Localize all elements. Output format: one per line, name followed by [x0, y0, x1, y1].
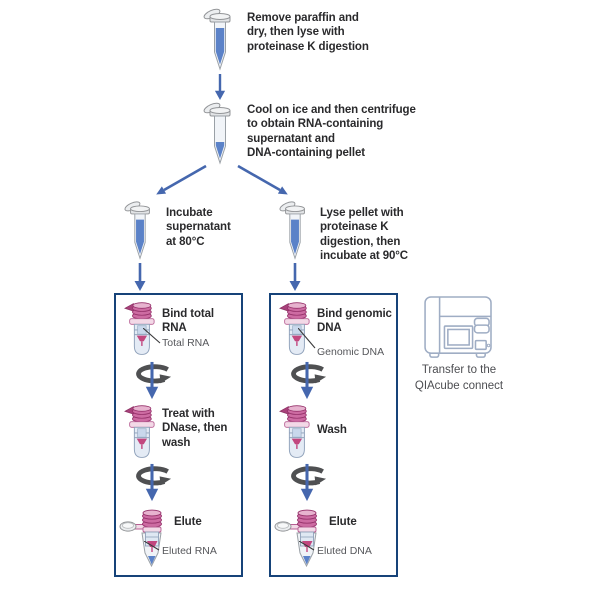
elute-title: Elute — [329, 516, 357, 528]
qiacube-instrument-icon — [423, 296, 495, 360]
callout-line — [143, 328, 161, 344]
split-arrow-left-icon — [156, 164, 207, 195]
down-arrow-icon — [288, 263, 302, 291]
spin-column-icon — [124, 403, 156, 461]
wash-title: Wash — [317, 424, 347, 436]
eluted-rna-label: Eluted RNA — [162, 545, 217, 557]
eluted-dna-label: Eluted DNA — [317, 545, 372, 557]
total-rna-label: Total RNA — [162, 337, 210, 349]
lyse-pellet-text: Lyse pellet with proteinase K digestion,… — [320, 207, 408, 263]
sample-tube-icon — [202, 6, 238, 72]
bind-genomic-dna-title: Bind genomic DNA — [317, 308, 392, 335]
bind-total-rna-title: Bind total RNA — [162, 308, 215, 335]
treat-dnase-title: Treat with DNase, then wash — [162, 408, 228, 449]
step2-text: Cool on ice and then centrifuge to obtai… — [247, 104, 416, 160]
elute-title: Elute — [174, 516, 202, 528]
genomic-dna-label: Genomic DNA — [317, 346, 385, 358]
qiacube-caption: Transfer to the QIAcube connect — [414, 364, 504, 392]
supernatant-tube-icon — [123, 198, 157, 262]
elution-column-icon — [273, 507, 327, 571]
centrifuge-spin-icon — [285, 463, 329, 503]
centrifuge-spin-icon — [285, 361, 329, 401]
incubate-supernatant-text: Incubate supernatant at 80°C — [166, 207, 231, 248]
down-arrow-icon — [133, 263, 147, 291]
centrifuge-spin-icon — [130, 361, 174, 401]
centrifuge-spin-icon — [130, 463, 174, 503]
elution-column-icon — [118, 507, 172, 571]
centrifuged-tube-icon — [202, 100, 238, 166]
step1-text: Remove paraffin and dry, then lyse with … — [247, 12, 369, 53]
callout-line — [298, 328, 316, 349]
pellet-tube-icon — [278, 198, 312, 262]
rna-workflow-box: Bind total RNA Total RNA Treat with DNas… — [114, 293, 243, 577]
callout-line — [299, 541, 315, 551]
dna-workflow-box: Bind genomic DNA Genomic DNA Wash Elute … — [269, 293, 398, 577]
down-arrow-icon — [213, 74, 227, 100]
callout-line — [144, 541, 160, 551]
spin-column-icon — [279, 403, 311, 461]
split-arrow-right-icon — [237, 164, 288, 195]
